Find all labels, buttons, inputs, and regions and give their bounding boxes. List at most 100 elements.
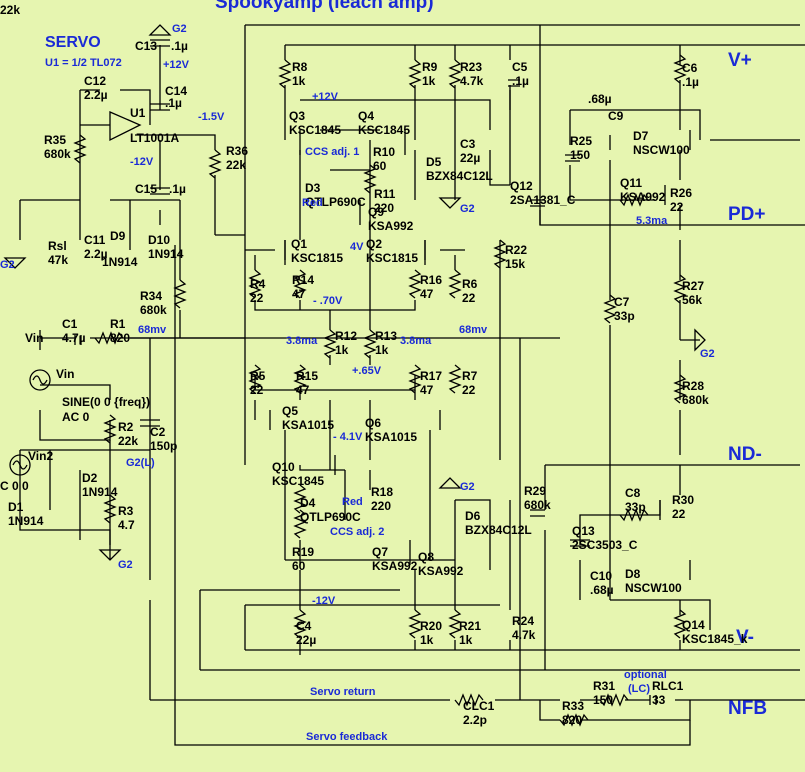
- component-ref: Q6: [365, 416, 381, 430]
- resistor-symbol: [293, 269, 307, 299]
- component-ref: R18: [371, 485, 393, 499]
- component-ref: Q10: [272, 460, 295, 474]
- component-value: 22µ: [296, 633, 316, 647]
- component-value: 150p: [150, 439, 177, 453]
- component-value: 1k: [422, 74, 436, 88]
- annotation: +12V: [312, 91, 339, 103]
- component-value: NSCW100: [625, 581, 682, 595]
- resistor-symbol: [408, 364, 422, 394]
- component-ref: R20: [420, 619, 442, 633]
- component-ref: C11: [84, 233, 106, 247]
- component-ref: D7: [633, 129, 649, 143]
- vin-source-label: Vin: [56, 367, 74, 381]
- resistor-symbol: [408, 269, 422, 299]
- component-ref: C1: [62, 317, 78, 331]
- servo-subtitle: U1 = 1/2 TL072: [45, 57, 122, 69]
- component-ref: D5: [426, 155, 442, 169]
- component-value: QTLP690C: [300, 510, 361, 524]
- component-ref: R4: [250, 277, 266, 291]
- component-value: 47: [420, 287, 434, 301]
- component-value: KSA992: [620, 190, 666, 204]
- component-ref: R29: [524, 484, 546, 498]
- component-ref: D6: [465, 509, 481, 523]
- component-ref: R10: [373, 145, 395, 159]
- component-value: 2SA1381_C: [510, 193, 576, 207]
- resistor-symbol: [73, 134, 87, 164]
- component-value: BZX84C12L: [426, 169, 493, 183]
- component-value: 4.7k: [512, 628, 536, 642]
- component-ref: R24: [512, 614, 534, 628]
- resistor-symbol: [103, 414, 117, 444]
- resistor-symbols: [73, 54, 687, 727]
- resistor-symbol: [673, 54, 687, 84]
- port-ndminus: ND-: [728, 444, 762, 465]
- annotation: AC 0: [62, 410, 90, 424]
- component-value: 22: [670, 200, 684, 214]
- component-labels: C13.1µC122.2µU1LT1001AC14.1µR35680kC15.1…: [0, 0, 748, 727]
- component-value: 47: [420, 383, 434, 397]
- component-ref: R36: [226, 144, 248, 158]
- component-ref: Q8: [418, 550, 434, 564]
- resistor-symbol: [448, 59, 462, 89]
- servo-title: SERVO: [45, 34, 101, 51]
- component-ref: R35: [44, 133, 66, 147]
- component-ref: Q12: [510, 179, 533, 193]
- component-ref: Q14: [682, 618, 705, 632]
- component-value: 150: [570, 148, 590, 162]
- component-value: 820: [110, 331, 130, 345]
- component-value: 2.2µ: [84, 88, 108, 102]
- component-value: 1k: [292, 74, 306, 88]
- component-ref: Q9: [368, 205, 384, 219]
- component-ref: C12: [84, 74, 106, 88]
- component-value: KSC1845_k: [682, 632, 748, 646]
- annotation: 0: [22, 479, 29, 493]
- annotation: -12V: [130, 156, 154, 168]
- component-ref: D8: [625, 567, 641, 581]
- annotation: -1.5V: [198, 111, 225, 123]
- component-ref: D9: [110, 229, 126, 243]
- component-ref: R12: [335, 329, 357, 343]
- annotation: 5.3ma: [636, 215, 668, 227]
- component-value: KSC1815: [366, 251, 418, 265]
- component-value: BZX84C12L: [465, 523, 532, 537]
- component-ref: D1: [8, 500, 24, 514]
- component-value: 22: [462, 291, 476, 305]
- component-value: 4.7: [118, 518, 135, 532]
- component-value: 22: [672, 507, 686, 521]
- component-ref: R2: [118, 420, 134, 434]
- component-ref: R8: [292, 60, 308, 74]
- component-ref: C9: [608, 109, 624, 123]
- ground-label: G2: [460, 481, 475, 493]
- component-ref: R23: [460, 60, 482, 74]
- annotation: C 0: [0, 479, 19, 493]
- component-value: 22: [250, 291, 264, 305]
- resistor-symbol: [673, 374, 687, 404]
- component-value: 2SC3503_C: [572, 538, 638, 552]
- component-ref: R15: [296, 369, 318, 383]
- component-value: .68µ: [588, 92, 612, 106]
- component-value: 820: [562, 713, 582, 727]
- component-value: KSA1015: [365, 430, 417, 444]
- component-value: 4.7k: [460, 74, 484, 88]
- resistor-symbol: [363, 329, 377, 359]
- resistor-symbol: [493, 239, 507, 269]
- annotation: 3.8ma: [286, 335, 318, 347]
- component-ref: R28: [682, 379, 704, 393]
- port-vin2: Vin2: [28, 449, 53, 463]
- component-value: 47: [296, 383, 310, 397]
- component-value: 22k: [226, 158, 246, 172]
- resistor-symbol: [94, 331, 124, 345]
- component-ref: R26: [670, 186, 692, 200]
- component-value: 1k: [375, 343, 389, 357]
- resistor-symbol: [293, 484, 307, 514]
- annotation: CCS adj. 2: [330, 526, 384, 538]
- component-value: LT1001A: [130, 131, 179, 145]
- component-ref: R30: [672, 493, 694, 507]
- port-nfb: NFB: [728, 698, 767, 719]
- component-value: 1N914: [148, 247, 184, 261]
- annotation: G2(L): [126, 457, 155, 469]
- component-value: 1N914: [102, 255, 138, 269]
